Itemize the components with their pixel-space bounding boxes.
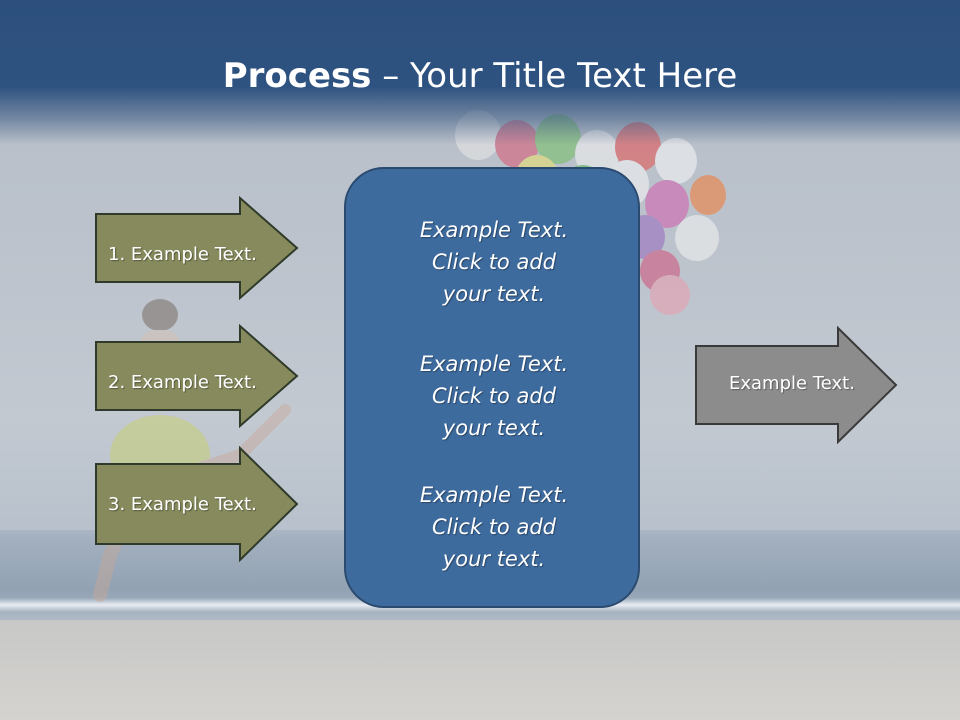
content-panel[interactable]: Example Text. Click to add your text. Ex… xyxy=(344,167,640,608)
output-label: Example Text. xyxy=(729,373,855,394)
step-label-3: 3. Example Text. xyxy=(108,494,257,515)
title-rest: – Your Title Text Here xyxy=(371,56,738,96)
panel-text-2[interactable]: Example Text. Click to add your text. xyxy=(346,348,642,444)
panel-text-1-line3: your text. xyxy=(442,282,546,306)
panel-text-1-line2: Click to add xyxy=(431,250,556,274)
panel-text-3[interactable]: Example Text. Click to add your text. xyxy=(346,479,642,575)
step-arrow-1[interactable] xyxy=(94,196,300,300)
panel-text-3-line3: your text. xyxy=(442,547,546,571)
panel-text-3-line1: Example Text. xyxy=(419,483,569,507)
panel-text-2-line2: Click to add xyxy=(431,384,556,408)
panel-text-1[interactable]: Example Text. Click to add your text. xyxy=(346,214,642,310)
step-arrow-2[interactable] xyxy=(94,324,300,428)
title-bar xyxy=(0,0,960,145)
panel-text-3-line2: Click to add xyxy=(431,515,556,539)
slide-title[interactable]: Process – Your Title Text Here xyxy=(0,56,960,96)
panel-text-2-line3: your text. xyxy=(442,416,546,440)
step-label-2: 2. Example Text. xyxy=(108,372,257,393)
step-label-1: 1. Example Text. xyxy=(108,244,257,265)
panel-text-2-line1: Example Text. xyxy=(419,352,569,376)
panel-text-1-line1: Example Text. xyxy=(419,218,569,242)
title-bold: Process xyxy=(222,56,372,96)
sand-background xyxy=(0,620,960,720)
output-arrow[interactable] xyxy=(694,326,900,444)
step-arrow-3[interactable] xyxy=(94,446,300,562)
